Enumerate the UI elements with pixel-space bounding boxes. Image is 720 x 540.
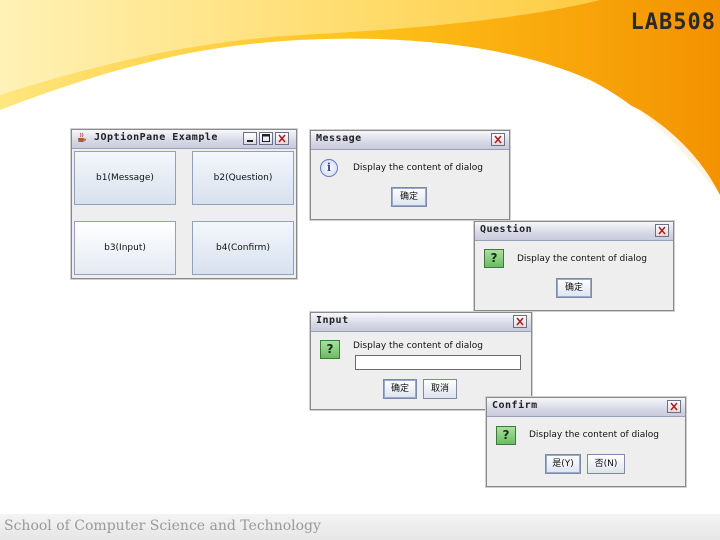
footer-bar [0,514,720,540]
question-icon: ? [484,249,504,268]
input-cancel-button[interactable]: 取消 [423,379,457,399]
confirm-text: Display the content of dialog [529,430,659,440]
question-icon: ? [496,426,516,445]
message-text: Display the content of dialog [353,163,483,173]
confirm-dialog-titlebar[interactable]: Confirm [487,398,685,417]
background-swoosh [0,0,720,200]
question-dialog-title: Question [480,224,533,235]
close-icon [670,402,678,411]
input-ok-button[interactable]: 确定 [383,379,417,399]
question-dialog-titlebar[interactable]: Question [475,222,673,241]
maximize-button[interactable] [259,132,273,145]
input-dialog-titlebar[interactable]: Input [311,313,531,332]
question-dialog: Question ? Display the content of dialog… [474,221,674,311]
lab-logo: LAB508 [630,10,716,35]
main-window-titlebar[interactable]: JOptionPane Example [72,130,296,149]
footer-text: School of Computer Science and Technolog… [4,518,321,534]
message-dialog-titlebar[interactable]: Message [311,131,509,150]
main-window: JOptionPane Example b1(Message) b2(Quest… [71,129,297,279]
b2-question-button[interactable]: b2(Question) [192,151,294,205]
confirm-no-button[interactable]: 否(N) [587,454,625,474]
b3-input-button[interactable]: b3(Input) [74,221,176,275]
question-ok-button[interactable]: 确定 [556,278,592,298]
maximize-icon [262,134,270,142]
close-icon [494,135,502,144]
confirm-dialog: Confirm ? Display the content of dialog … [486,397,686,487]
message-dialog-title: Message [316,133,362,144]
minimize-icon [247,140,253,142]
input-dialog: Input ? Display the content of dialog 确定… [310,312,532,410]
confirm-close-button[interactable] [667,400,681,413]
minimize-button[interactable] [243,132,257,145]
b1-message-button[interactable]: b1(Message) [74,151,176,205]
close-icon [658,226,666,235]
close-button[interactable] [275,132,289,145]
input-text: Display the content of dialog [353,341,483,351]
input-field[interactable] [355,355,521,370]
confirm-yes-button[interactable]: 是(Y) [545,454,581,474]
confirm-dialog-title: Confirm [492,400,538,411]
main-window-title: JOptionPane Example [94,132,218,143]
message-dialog: Message i Display the content of dialog … [310,130,510,220]
question-icon: ? [320,340,340,359]
input-dialog-title: Input [316,315,349,326]
close-icon [516,317,524,326]
info-icon: i [320,159,338,177]
input-close-button[interactable] [513,315,527,328]
question-text: Display the content of dialog [517,254,647,264]
question-close-button[interactable] [655,224,669,237]
b4-confirm-button[interactable]: b4(Confirm) [192,221,294,275]
java-cup-icon [78,132,86,142]
close-icon [278,134,286,143]
message-close-button[interactable] [491,133,505,146]
message-ok-button[interactable]: 确定 [391,187,427,207]
